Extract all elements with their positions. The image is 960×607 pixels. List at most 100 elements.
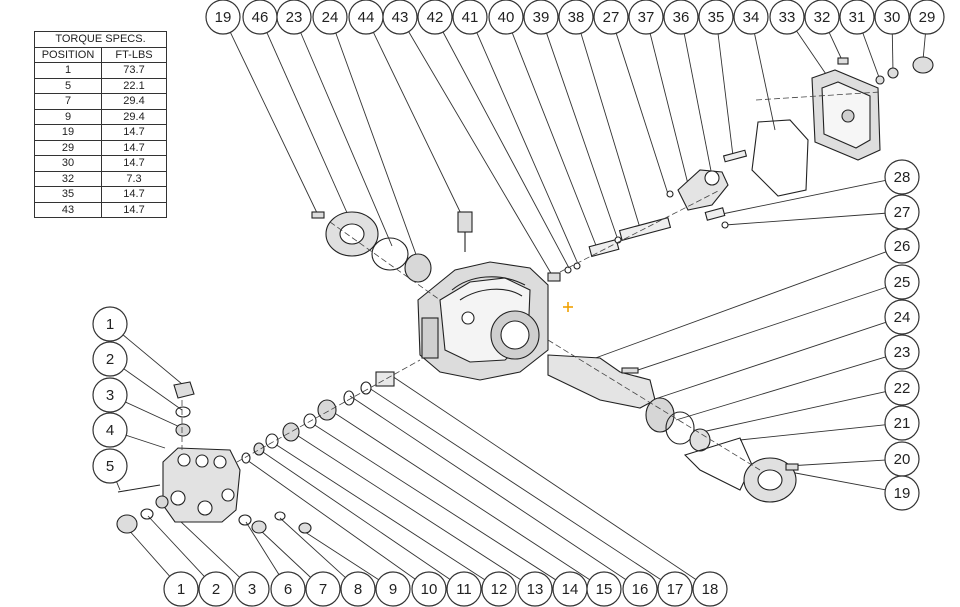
callout-top-41: 41	[452, 0, 488, 35]
callout-circle	[92, 377, 128, 413]
callout-left-4: 4	[92, 412, 128, 448]
callout-circle	[884, 334, 920, 370]
callout-circle	[698, 0, 734, 35]
callout-number: 6	[284, 581, 292, 598]
leader-line-7	[259, 529, 311, 578]
leader-line-18	[391, 375, 697, 580]
callout-number: 11	[456, 581, 472, 598]
callout-circle	[517, 571, 553, 607]
table-title: TORQUE SPECS.	[34, 31, 167, 48]
callout-circle	[375, 571, 411, 607]
callout-number: 39	[533, 9, 550, 26]
callout-number: 27	[603, 9, 620, 26]
callout-left-5: 5	[92, 448, 128, 484]
callout-circle	[481, 571, 517, 607]
callout-circle	[692, 571, 728, 607]
cell-value: 14.7	[101, 201, 167, 218]
callout-circle	[198, 571, 234, 607]
callout-number: 32	[814, 9, 831, 26]
callout-number: 31	[849, 9, 866, 26]
callout-right-23: 23	[884, 334, 920, 370]
seal-stack	[241, 371, 395, 464]
callout-bottom-18: 18	[692, 571, 728, 607]
cell-position: 35	[34, 186, 102, 203]
callout-top-31: 31	[839, 0, 875, 35]
callout-circle	[628, 0, 664, 35]
callout-number: 33	[779, 9, 796, 26]
callout-top-30: 30	[874, 0, 910, 35]
callout-number: 24	[894, 309, 911, 326]
callout-number: 41	[462, 9, 479, 26]
cover-gasket	[751, 119, 809, 197]
callout-circle	[92, 306, 128, 342]
leader-line-27	[615, 33, 669, 195]
callout-right-25: 25	[884, 264, 920, 300]
callout-circle	[382, 0, 418, 35]
cell-position: 30	[34, 155, 102, 172]
callout-number: 3	[248, 581, 256, 598]
leader-line-29	[922, 33, 926, 61]
connecting-rod	[588, 149, 748, 258]
leader-line-37	[649, 33, 691, 193]
callout-right-24: 24	[884, 299, 920, 335]
callout-number: 19	[215, 9, 232, 26]
callout-top-27: 27	[593, 0, 629, 35]
cell-value: 29.4	[101, 93, 167, 110]
cell-position: 9	[34, 108, 102, 125]
callout-number: 14	[562, 581, 579, 598]
leader-line-16	[349, 395, 627, 580]
callout-top-36: 36	[663, 0, 699, 35]
callout-number: 2	[106, 351, 114, 368]
callout-number: 30	[884, 9, 901, 26]
callout-right-28: 28	[884, 159, 920, 195]
assembly-axes	[181, 91, 881, 471]
callout-bottom-10: 10	[411, 571, 447, 607]
leader-line-31	[862, 32, 881, 81]
callout-right-26: 26	[884, 228, 920, 264]
leader-line-26	[589, 251, 887, 361]
callout-circle	[884, 475, 920, 511]
col-header-position: POSITION	[34, 46, 102, 63]
callout-circle	[884, 299, 920, 335]
cursor-marker	[563, 302, 573, 312]
callout-top-46: 46	[242, 0, 278, 35]
callout-circle	[622, 571, 658, 607]
callout-number: 8	[354, 581, 362, 598]
callout-bottom-7: 7	[305, 571, 341, 607]
leader-line-20	[787, 459, 886, 467]
callout-circle	[558, 0, 594, 35]
callout-circle	[92, 448, 128, 484]
leader-line-12	[271, 441, 485, 581]
callout-top-37: 37	[628, 0, 664, 35]
callout-number: 26	[894, 238, 911, 255]
callout-circle	[452, 0, 488, 35]
leader-line-42	[442, 31, 570, 269]
callout-right-21: 21	[884, 405, 920, 441]
leader-line-22	[701, 391, 886, 433]
cell-value: 14.7	[101, 155, 167, 172]
callout-circle	[804, 0, 840, 35]
leader-line-3	[125, 401, 183, 429]
leader-line-25	[631, 286, 887, 373]
callout-top-24: 24	[312, 0, 348, 35]
callout-circle	[663, 0, 699, 35]
leader-line-35	[717, 33, 734, 157]
callout-top-23: 23	[276, 0, 312, 35]
callout-number: 22	[894, 380, 911, 397]
crankcase	[417, 261, 549, 381]
leader-line-15	[329, 409, 591, 581]
callout-number: 17	[667, 581, 684, 598]
leader-line-43	[408, 31, 553, 276]
callout-bottom-16: 16	[622, 571, 658, 607]
leader-line-17	[365, 385, 662, 581]
callout-circle	[205, 0, 241, 35]
callout-number: 7	[319, 581, 327, 598]
callout-top-44: 44	[348, 0, 384, 35]
callout-circle	[163, 571, 199, 607]
cell-value: 7.3	[101, 170, 167, 187]
callout-circle	[884, 228, 920, 264]
callout-bottom-12: 12	[481, 571, 517, 607]
